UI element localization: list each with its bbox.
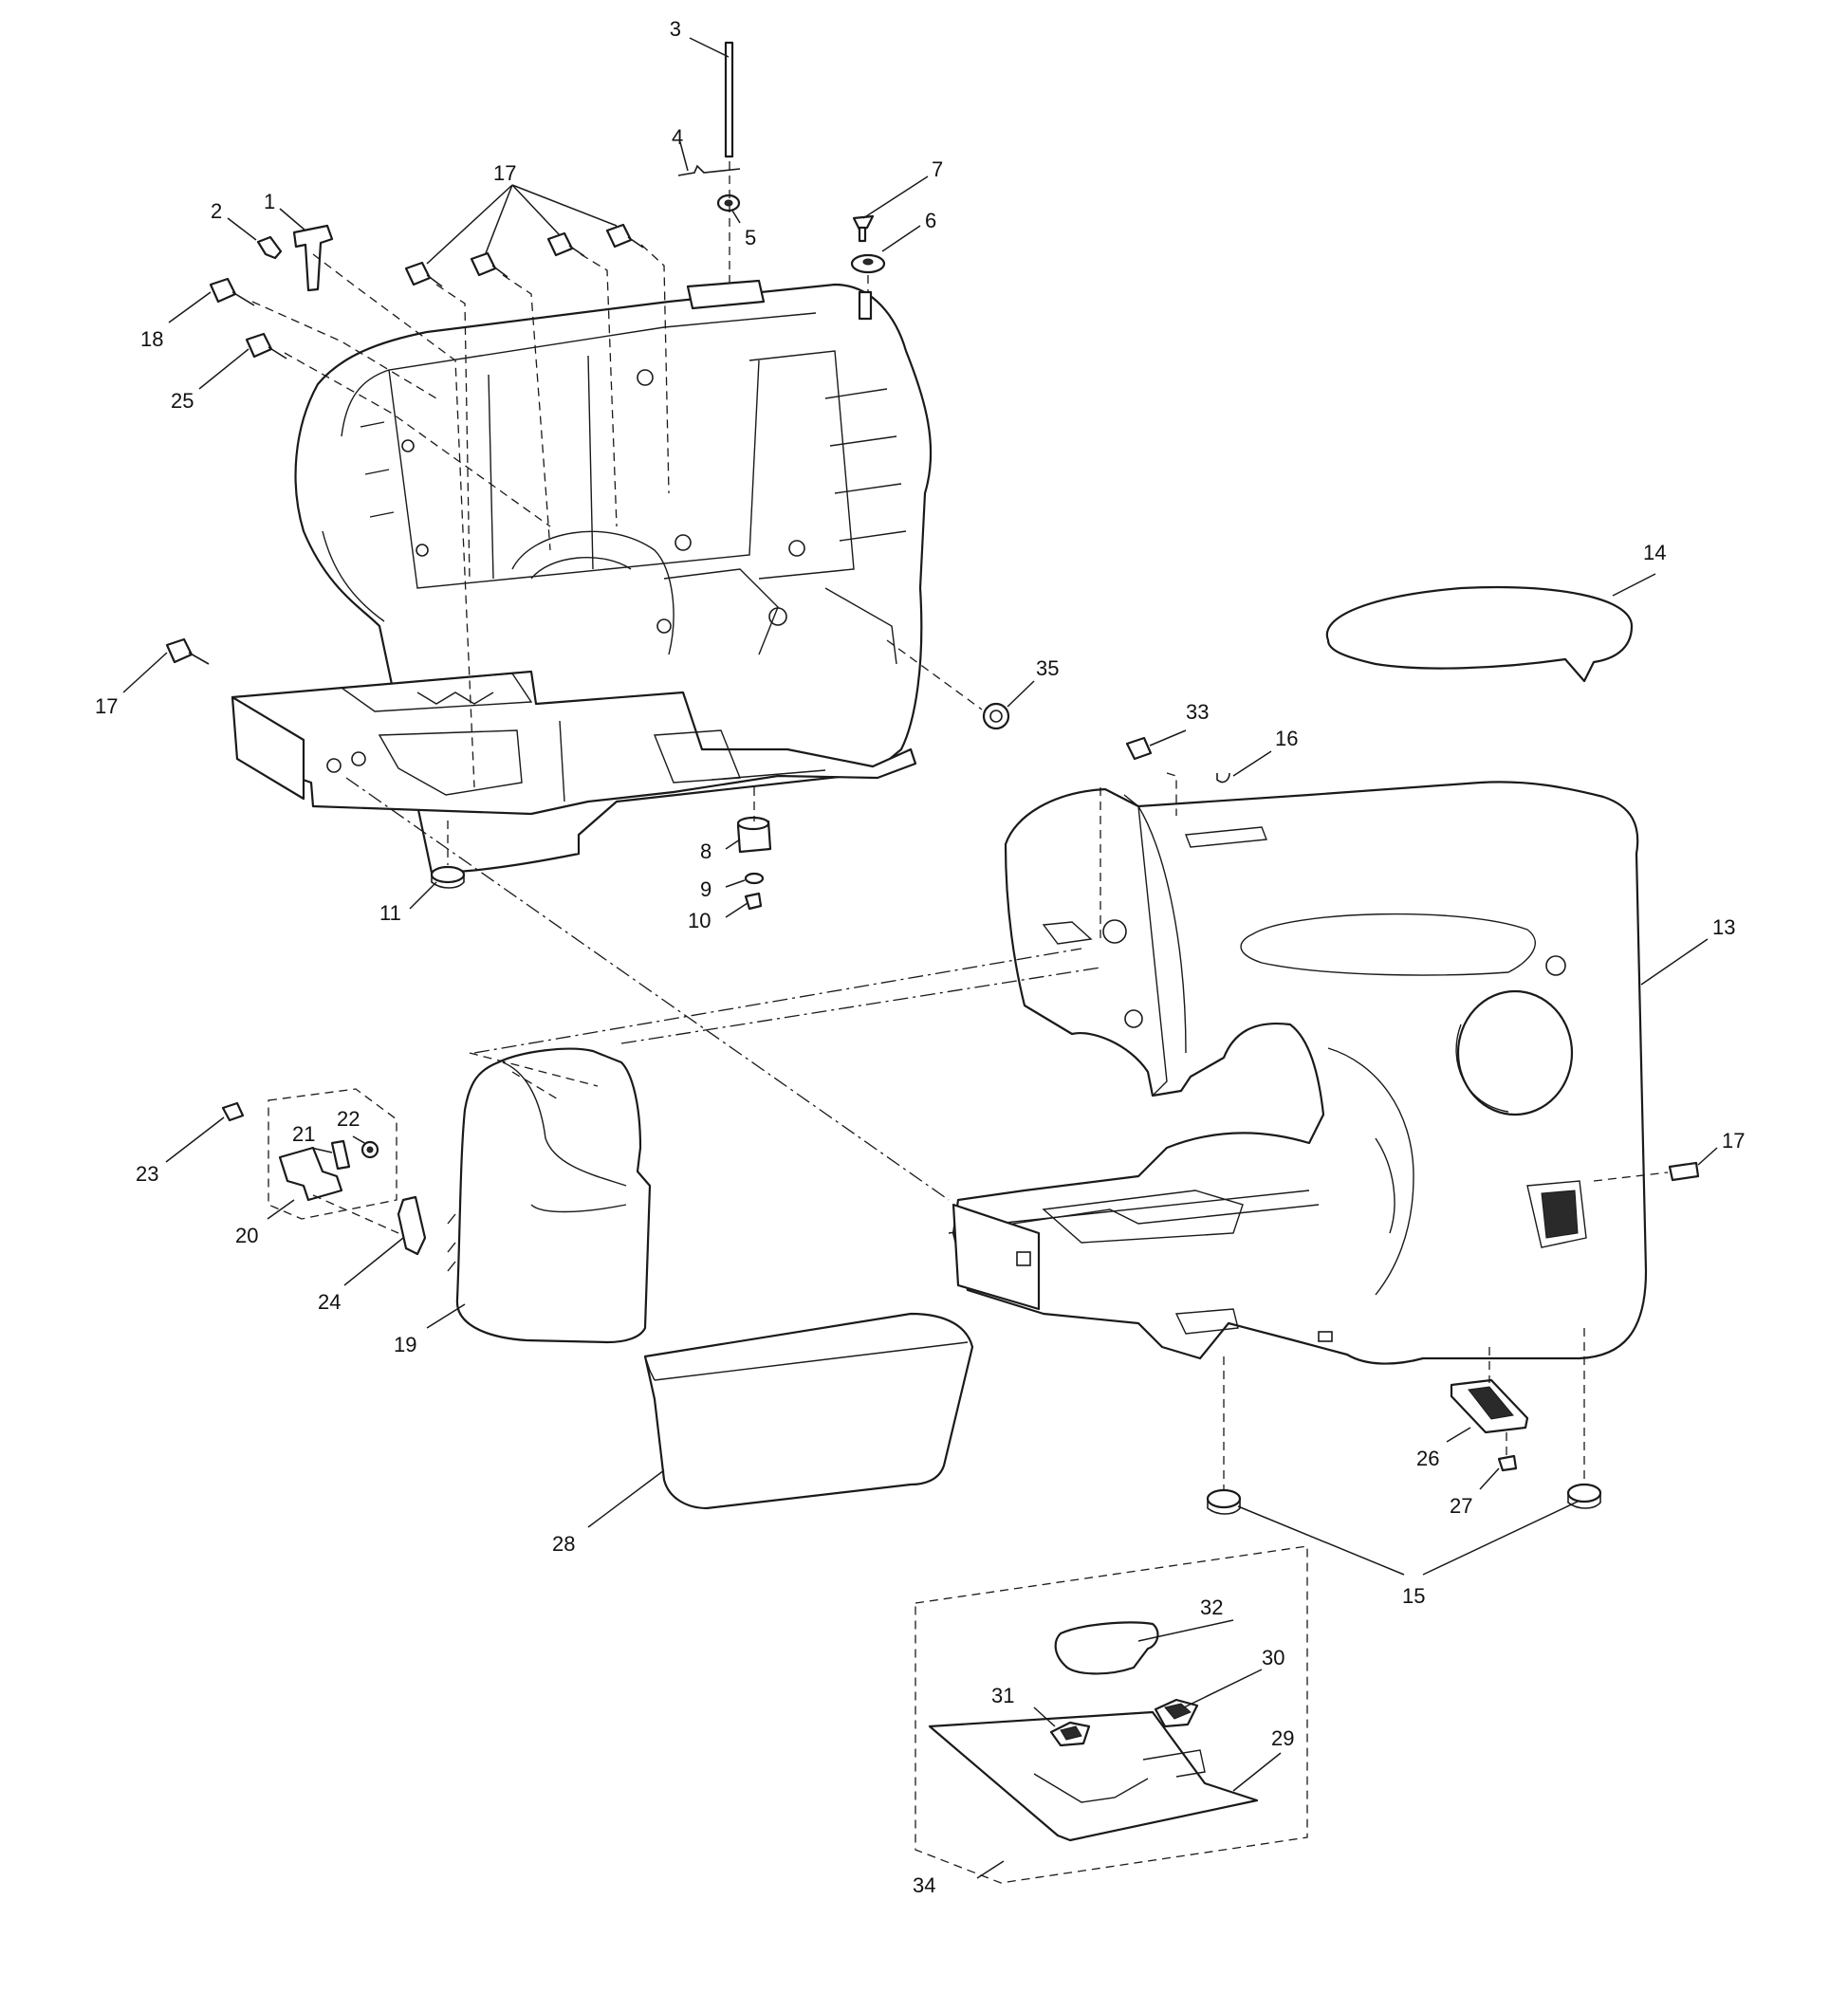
- callout-3: 3: [670, 17, 681, 41]
- callout-8: 8: [700, 839, 711, 863]
- callout-19: 19: [394, 1333, 416, 1356]
- callout-11: 11: [379, 901, 401, 925]
- callout-16: 17: [1722, 1129, 1745, 1153]
- callout-17-top: 17: [493, 161, 516, 185]
- small-parts: [165, 41, 1700, 1515]
- subassembly-20-outline: [268, 1088, 397, 1220]
- callout-35: 35: [1036, 656, 1059, 680]
- top-cover: [1325, 585, 1634, 683]
- callout-18: 18: [140, 327, 163, 351]
- callout-leaders: [122, 37, 1718, 1879]
- callout-25: 25: [171, 389, 194, 413]
- callout-4: 4: [672, 125, 683, 149]
- callout-22: 22: [337, 1107, 360, 1131]
- callout-6: 6: [925, 209, 936, 232]
- callout-15: 16: [1275, 727, 1298, 750]
- callout-21: 21: [292, 1122, 315, 1146]
- callout-27: 27: [1450, 1494, 1472, 1518]
- callout-17-left: 17: [95, 694, 118, 718]
- callout-29: 29: [1271, 1726, 1294, 1750]
- callout-33: 33: [1186, 700, 1209, 724]
- callout-20: 20: [235, 1224, 258, 1247]
- assembly-lines: [251, 161, 1669, 1489]
- callout-9: 9: [700, 877, 711, 901]
- callout-31: 31: [991, 1684, 1014, 1707]
- face-plate-cover: [447, 1047, 652, 1344]
- callout-26: 26: [1416, 1447, 1439, 1470]
- callout-24: 24: [318, 1290, 341, 1314]
- callout-23: 23: [136, 1162, 158, 1186]
- callout-2: 2: [211, 199, 222, 223]
- callout-14: 15: [1402, 1584, 1425, 1608]
- callout-12: 13: [1712, 915, 1735, 939]
- bottom-plate-assembly: [928, 1621, 1259, 1842]
- accessory-box: [643, 1312, 974, 1510]
- callout-10: 10: [688, 909, 711, 932]
- callout-5: 5: [745, 226, 756, 249]
- callout-7: 7: [932, 157, 943, 181]
- front-housing: [948, 781, 1648, 1365]
- callout-labels: 3 4 5 6 7 1 2 17 18 25 17 35 33 16 14 13…: [95, 17, 1745, 1897]
- callout-28: 28: [552, 1532, 575, 1556]
- rear-housing-base: [231, 670, 917, 816]
- callout-32: 32: [1200, 1595, 1223, 1619]
- callout-30: 30: [1262, 1646, 1284, 1669]
- callout-1: 1: [264, 190, 275, 213]
- subassembly-34-outline: [915, 1545, 1308, 1884]
- callout-13: 14: [1643, 541, 1666, 564]
- callout-34: 34: [913, 1873, 935, 1897]
